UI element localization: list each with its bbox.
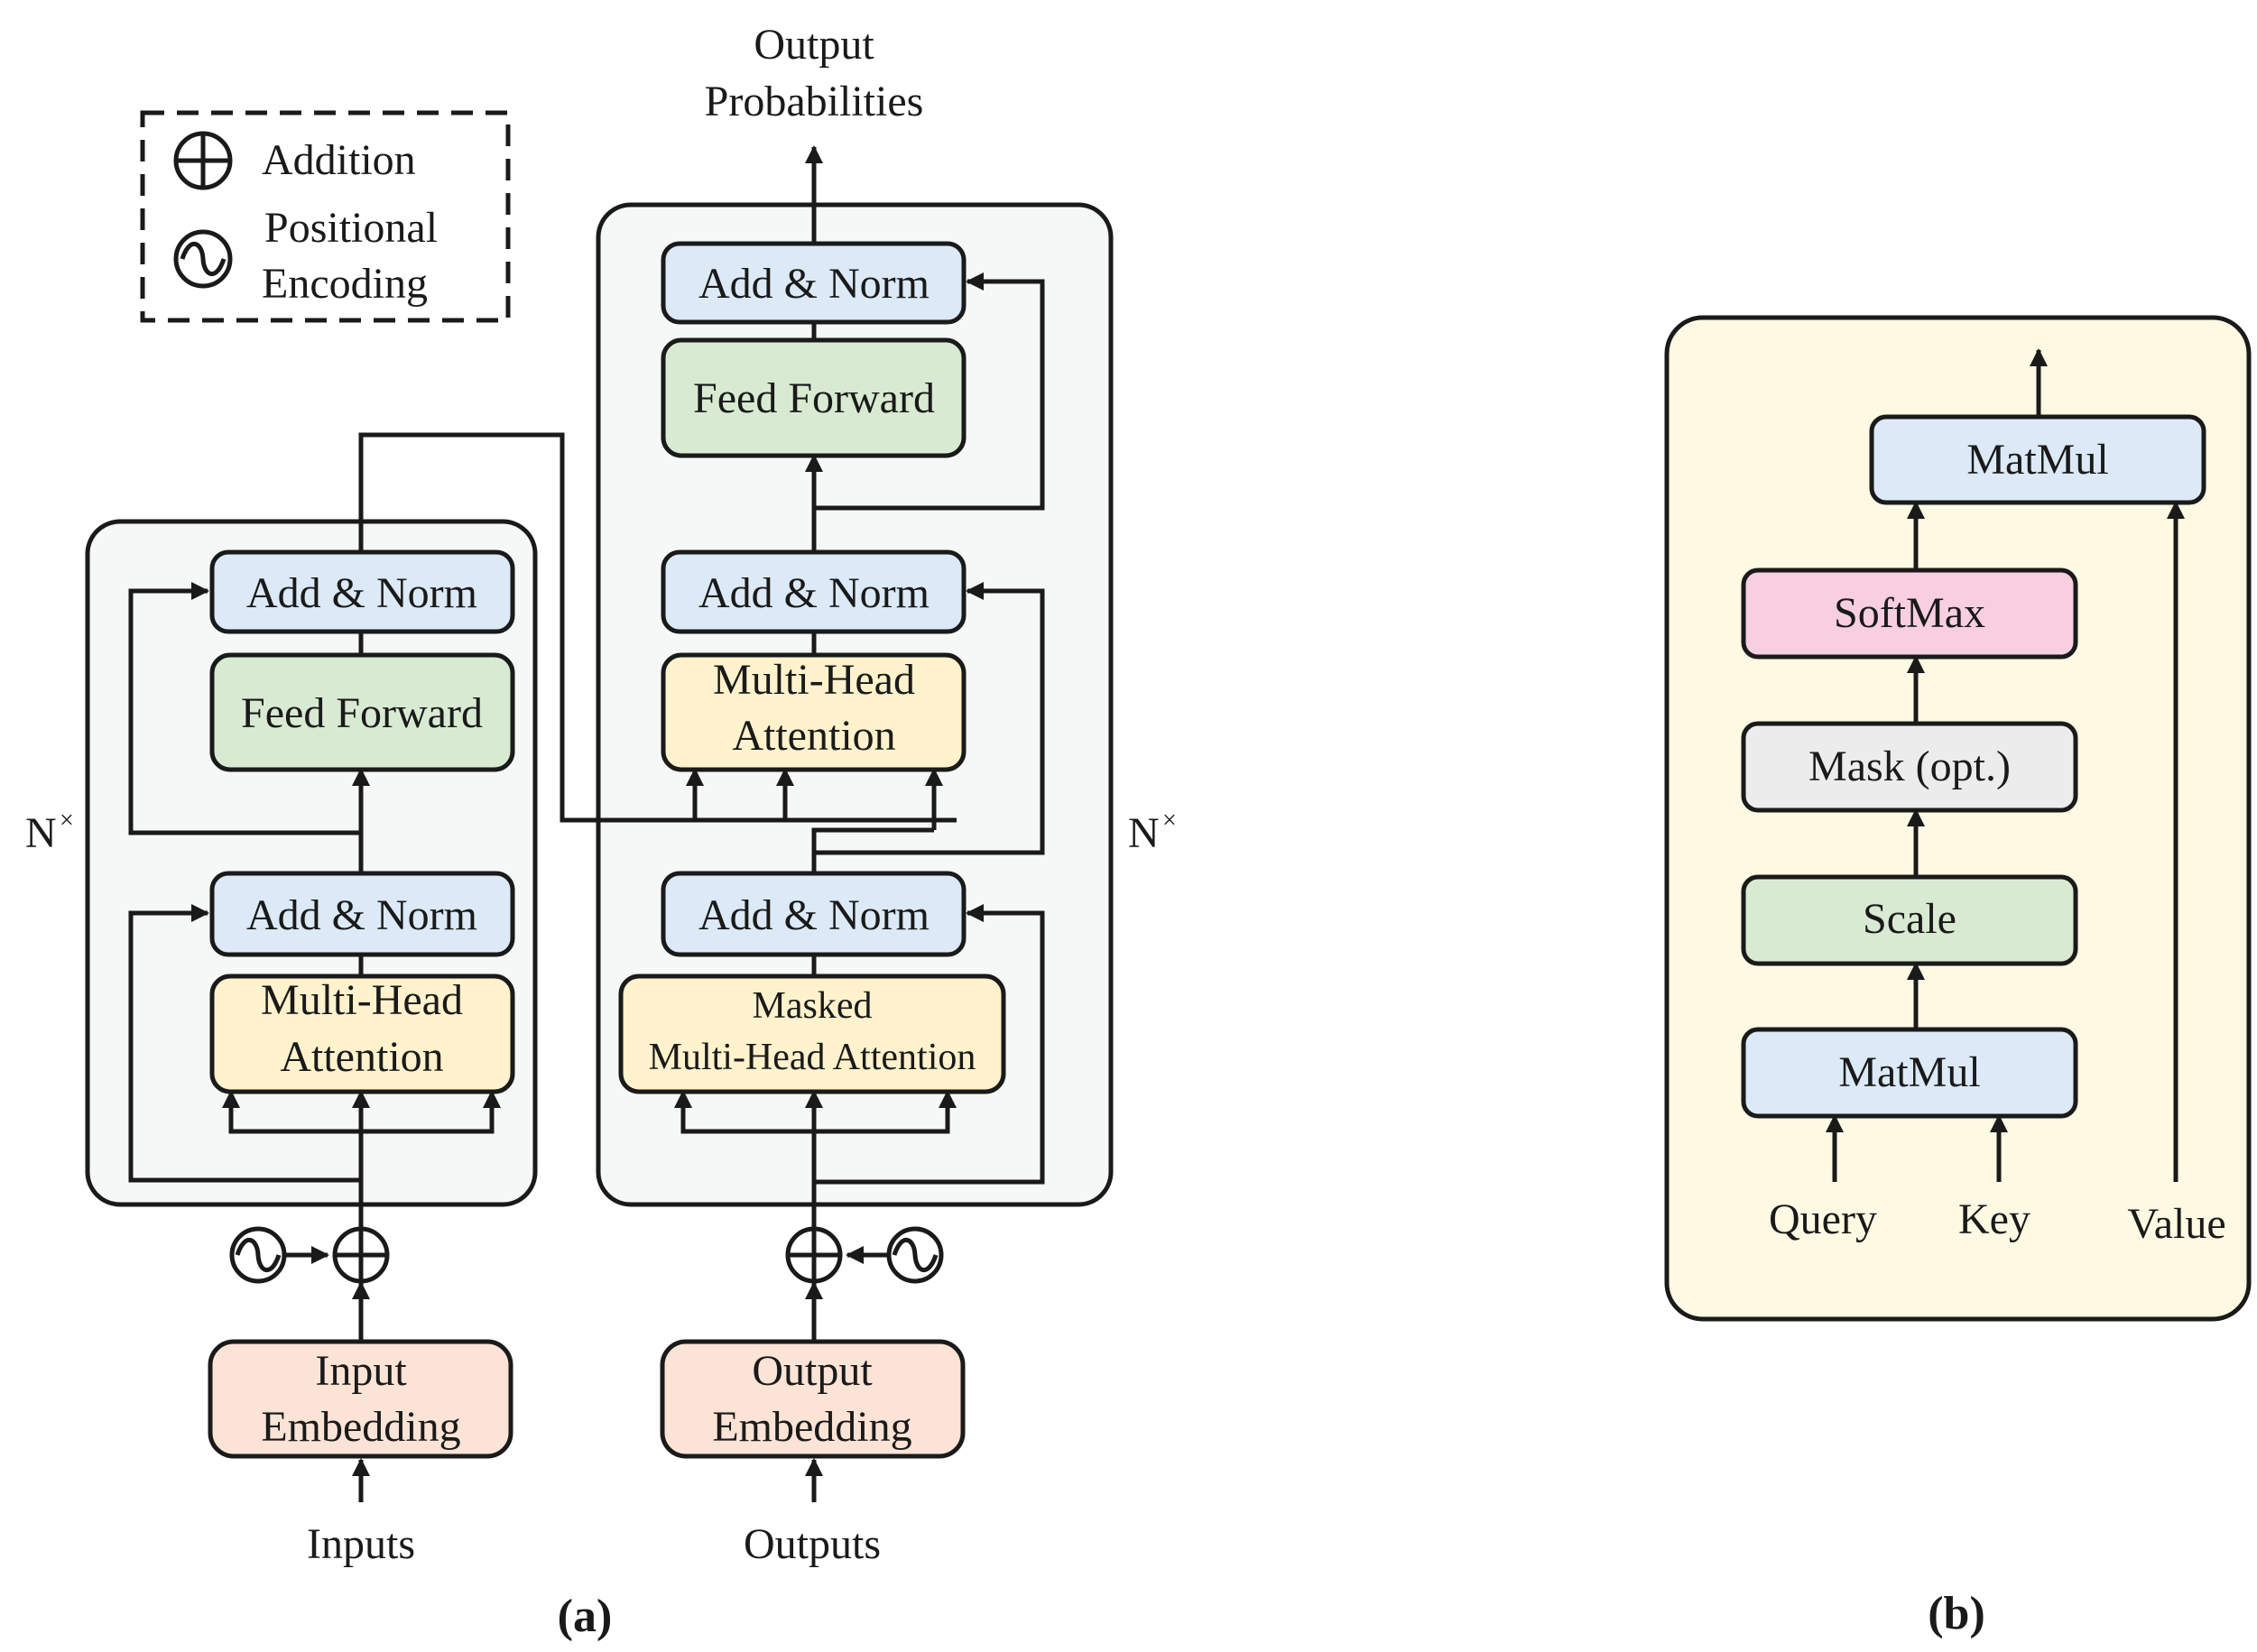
svg-text:Embedding: Embedding [712, 1403, 911, 1451]
svg-text:MatMul: MatMul [1838, 1048, 1980, 1096]
svg-text:Attention: Attention [732, 712, 895, 760]
caption-a: (a) [558, 1591, 613, 1642]
query-label: Query [1769, 1195, 1877, 1243]
legend: Addition Positional Encoding [140, 110, 511, 323]
output-embedding: Output Embedding [660, 1339, 966, 1459]
svg-text:Multi-Head: Multi-Head [261, 976, 463, 1024]
encoder-add-norm-bottom: Add & Norm [209, 871, 515, 957]
output-probabilities-label-line1: Output [754, 21, 874, 69]
decoder-multi-head-attention: Multi-Head Attention [661, 652, 967, 772]
addition-icon [173, 131, 233, 190]
svg-text:×: × [1162, 807, 1177, 835]
svg-text:Multi-Head: Multi-Head [713, 656, 915, 704]
output-probabilities-label-line2: Probabilities [705, 78, 924, 125]
encoder-positional-encoding-icon [229, 1226, 287, 1284]
decoder-add-norm-middle: Add & Norm [661, 549, 967, 634]
decoder-positional-encoding-icon [886, 1226, 944, 1284]
svg-text:N: N [1128, 809, 1160, 857]
svg-text:Mask (opt.): Mask (opt.) [1808, 743, 2011, 790]
svg-text:Add & Norm: Add & Norm [246, 891, 477, 939]
decoder-add-norm-top: Add & Norm [661, 241, 967, 325]
decoder-connections [674, 145, 1045, 1502]
inputs-label: Inputs [307, 1520, 415, 1568]
legend-positional-label-line1: Positional [264, 204, 438, 252]
decoder-add-norm-bottom: Add & Norm [661, 871, 967, 957]
svg-text:Add & Norm: Add & Norm [246, 569, 477, 617]
svg-text:Scale: Scale [1863, 895, 1956, 943]
detail-softmax: SoftMax [1741, 568, 2078, 660]
svg-text:Multi-Head Attention: Multi-Head Attention [649, 1037, 976, 1078]
svg-text:MatMul: MatMul [1966, 436, 2108, 484]
svg-text:Masked: Masked [753, 985, 873, 1027]
svg-text:Attention: Attention [280, 1033, 443, 1081]
svg-text:Add & Norm: Add & Norm [698, 891, 930, 939]
legend-addition-label: Addition [262, 136, 416, 184]
encoder-multi-head-attention: Multi-Head Attention [209, 974, 515, 1094]
svg-text:Output: Output [752, 1347, 873, 1395]
decoder-feed-forward: Feed Forward [661, 337, 967, 458]
detail-mask: Mask (opt.) [1741, 721, 2078, 813]
value-label: Value [2127, 1200, 2225, 1248]
legend-positional-label-line2: Encoding [262, 260, 428, 308]
encoder-feed-forward: Feed Forward [209, 652, 515, 772]
encoder-connections [128, 432, 957, 1502]
detail-matmul-bottom: MatMul [1741, 1027, 2078, 1119]
caption-b: (b) [1928, 1588, 1985, 1639]
key-label: Key [1958, 1195, 2030, 1243]
masked-multi-head-attention: Masked Multi-Head Attention [618, 974, 1006, 1094]
svg-text:Add & Norm: Add & Norm [698, 260, 930, 308]
decoder-nx-label: N × [1128, 807, 1177, 857]
attention-detail-connections [1826, 348, 2185, 1182]
positional-encoding-icon [173, 229, 233, 289]
detail-scale: Scale [1741, 874, 2078, 966]
svg-text:Embedding: Embedding [261, 1403, 460, 1451]
svg-text:Feed Forward: Feed Forward [693, 374, 935, 422]
svg-text:Add & Norm: Add & Norm [698, 569, 930, 617]
encoder-addition-icon [332, 1226, 390, 1284]
legend-frame [140, 110, 511, 323]
svg-text:×: × [60, 807, 74, 835]
input-embedding: Input Embedding [208, 1339, 513, 1459]
svg-text:SoftMax: SoftMax [1834, 589, 1985, 637]
encoder-add-norm-top: Add & Norm [209, 549, 515, 634]
svg-text:Feed Forward: Feed Forward [241, 689, 483, 737]
outputs-label: Outputs [744, 1520, 881, 1568]
svg-text:N: N [25, 809, 57, 857]
decoder-addition-icon [785, 1226, 843, 1284]
svg-text:Input: Input [315, 1347, 407, 1395]
encoder-nx-label: N × [25, 807, 74, 857]
detail-matmul-top: MatMul [1869, 414, 2206, 505]
